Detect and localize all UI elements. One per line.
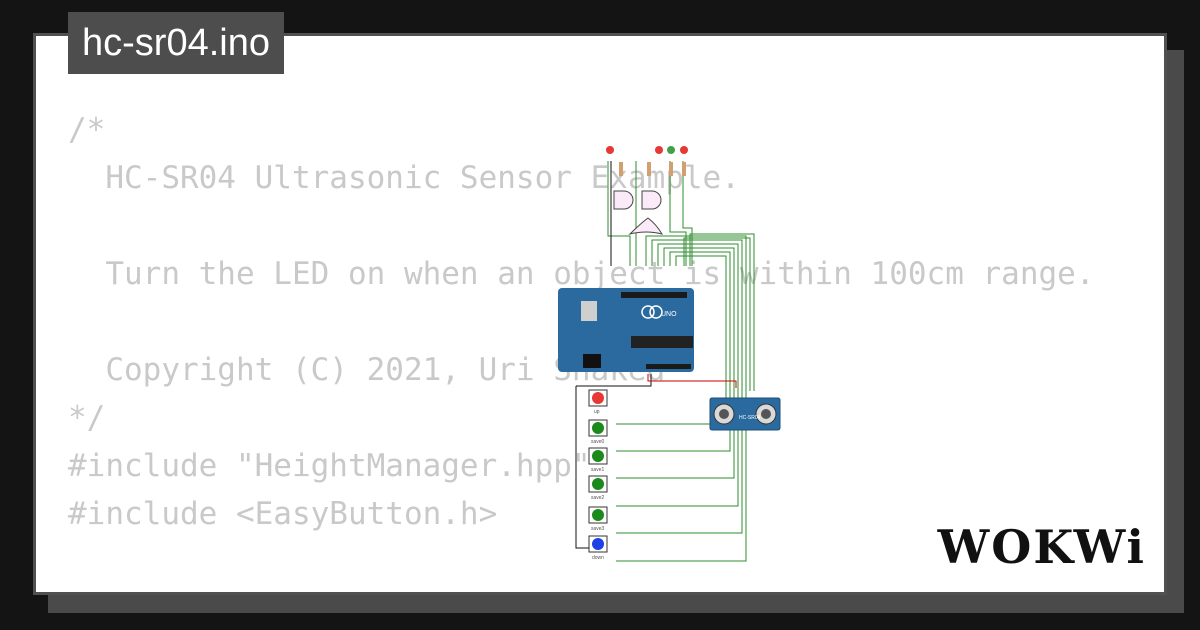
led-red-icon: [606, 146, 614, 154]
button-label: save1: [591, 467, 605, 473]
code-line: /*: [68, 112, 106, 148]
arduino-uno-board: UNO: [558, 288, 694, 372]
resistor-icon: [647, 162, 651, 176]
button-green-icon: [592, 509, 604, 521]
wokwi-logo: WOKWi: [937, 520, 1146, 574]
button-label: save3: [591, 526, 605, 532]
file-tab-title: hc-sr04.ino: [68, 12, 284, 74]
pushbuttons: up save0 save1 save2 save3 down: [588, 389, 608, 561]
sensor-label: HC-SR04: [739, 415, 761, 421]
button-green-icon: [592, 422, 604, 434]
led-red-icon: [655, 146, 663, 154]
button-label: down: [592, 555, 604, 561]
button-label: up: [594, 409, 600, 415]
wires: [607, 161, 755, 562]
or-gate-icon: [628, 217, 664, 235]
button-blue-icon: [592, 538, 604, 550]
code-line: HC-SR04 Ultrasonic Sensor Example.: [68, 160, 740, 196]
resistor-icon: [682, 162, 686, 176]
circuit-diagram: UNO HC-SR04 up save0 save1 save2: [558, 146, 781, 562]
and-gate-icon: [613, 190, 634, 210]
code-background: /* HC-SR04 Ultrasonic Sensor Example. Tu…: [68, 106, 1095, 592]
button-green-icon: [592, 450, 604, 462]
button-red-icon: [592, 392, 604, 404]
and-gate-icon: [641, 190, 662, 210]
code-line: #include "HeightManager.hpp": [68, 448, 591, 484]
led-green-icon: [667, 146, 675, 154]
code-line: Turn the LED on when an object is within…: [68, 256, 1095, 292]
led-row: [606, 146, 688, 176]
vcc-wire: [647, 374, 737, 388]
resistor-icon: [619, 162, 623, 176]
board-label: UNO: [661, 311, 677, 318]
button-label: save2: [591, 495, 605, 501]
code-line: #include <EasyButton.h>: [68, 496, 498, 532]
logic-gates: [613, 190, 664, 235]
button-green-icon: [592, 478, 604, 490]
power-wires: [575, 161, 652, 549]
button-label: save0: [591, 439, 605, 445]
led-red-icon: [680, 146, 688, 154]
resistor-icon: [669, 162, 673, 176]
hc-sr04-sensor: HC-SR04: [709, 397, 781, 431]
preview-card: /* HC-SR04 Ultrasonic Sensor Example. Tu…: [33, 33, 1167, 595]
code-line: const int led_pin = 11;: [68, 586, 1095, 592]
code-line: */: [68, 400, 106, 436]
